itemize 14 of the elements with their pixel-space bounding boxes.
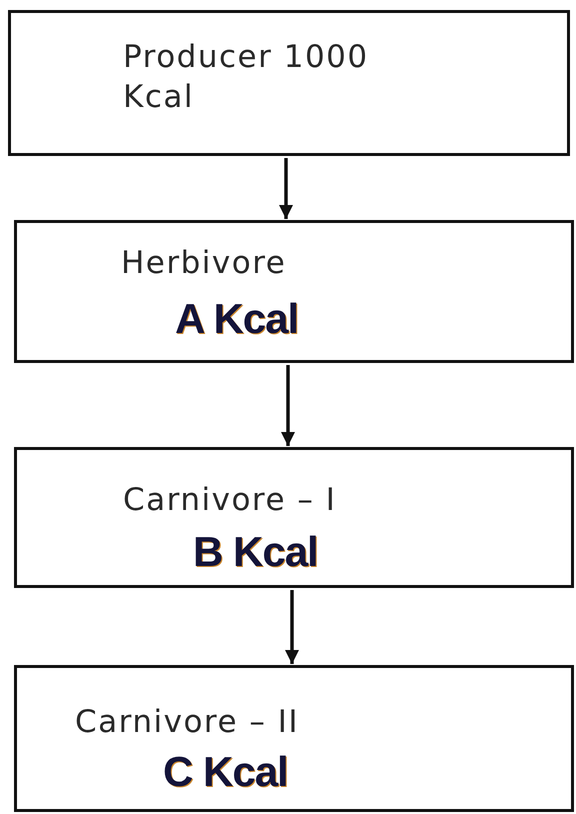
trophic-level-name: Carnivore – I [123, 481, 336, 520]
energy-value: A Kcal [175, 295, 298, 343]
arrow [285, 590, 299, 664]
trophic-level-box [8, 10, 570, 156]
trophic-level-name: Herbivore [121, 244, 286, 283]
trophic-level-box [14, 220, 574, 363]
trophic-level-name: Carnivore – II [75, 703, 300, 742]
energy-value: C Kcal [163, 748, 288, 796]
arrow [281, 365, 295, 446]
energy-value: B Kcal [193, 528, 318, 576]
arrow [279, 158, 293, 219]
trophic-level-box [14, 665, 574, 812]
trophic-level-name: Producer 1000 Kcal [123, 38, 370, 117]
trophic-level-box [14, 447, 574, 588]
